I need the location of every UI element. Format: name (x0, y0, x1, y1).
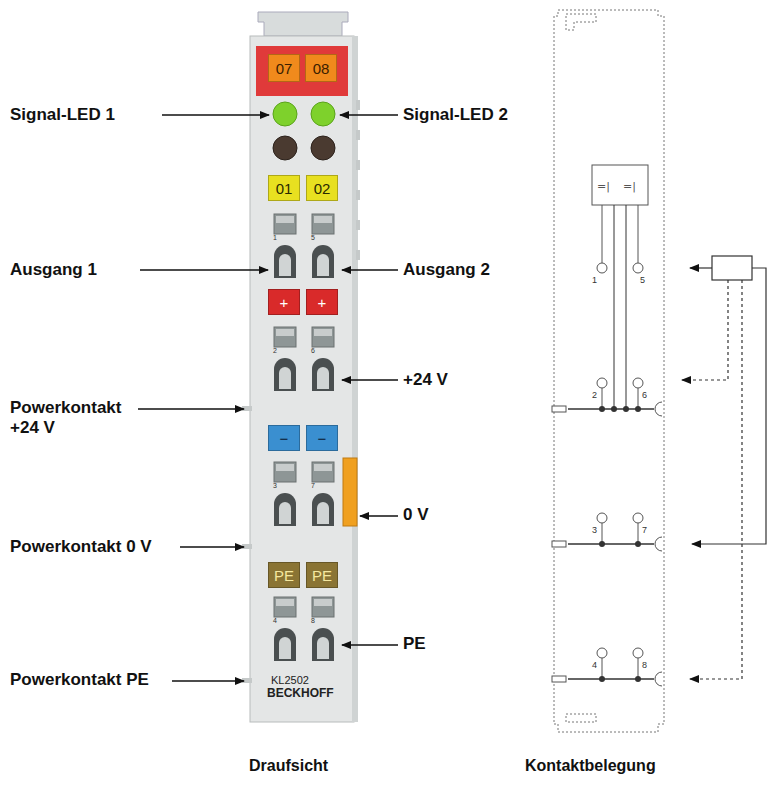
tab-text: + (318, 295, 327, 310)
tab-text: + (280, 295, 289, 310)
tab-text: − (280, 431, 289, 446)
color-tab: PE (268, 562, 300, 588)
pin-number: 6 (311, 347, 315, 355)
load-wiring (682, 256, 766, 679)
tab-text: 08 (313, 61, 330, 76)
callout-label: Powerkontakt +24 V (10, 398, 135, 437)
pin-number: 5 (640, 275, 645, 285)
view-caption: Kontaktbelegung (525, 757, 656, 775)
pin-number: 8 (642, 660, 647, 670)
pin-number: 4 (273, 617, 277, 625)
svg-text:=|: =| (623, 180, 636, 193)
pin-number: 3 (273, 482, 277, 490)
callout-label: +24 V (403, 370, 448, 390)
pin-number: 1 (592, 275, 597, 285)
brand-name: BECKHOFF (267, 687, 334, 701)
contact-schematic: =| =| (552, 10, 664, 732)
tab-text: 07 (276, 61, 293, 76)
pin-number: 3 (592, 525, 597, 535)
callout-label: Powerkontakt 0 V (10, 537, 152, 557)
color-tab: + (268, 289, 300, 315)
view-caption: Draufsicht (249, 757, 328, 775)
callout-label: Ausgang 1 (10, 260, 97, 280)
color-tab: 08 (305, 54, 337, 82)
color-tab: 07 (268, 54, 300, 82)
color-tab: PE (306, 562, 338, 588)
callout-label: Powerkontakt PE (10, 670, 149, 690)
svg-text:=|: =| (597, 180, 610, 193)
pin-number: 1 (273, 234, 277, 242)
tab-text: − (318, 431, 327, 446)
pin-number: 2 (273, 347, 277, 355)
color-tab: 01 (268, 175, 300, 201)
color-tab: − (268, 425, 300, 451)
pin-number: 2 (592, 390, 597, 400)
tab-text: 01 (276, 181, 293, 196)
tab-text: PE (274, 568, 294, 583)
pin-number: 8 (311, 617, 315, 625)
model-number: KL2502 (271, 674, 309, 687)
callout-label: PE (403, 634, 426, 654)
callout-label: Signal-LED 1 (10, 105, 115, 125)
color-tab: + (306, 289, 338, 315)
color-tab: − (306, 425, 338, 451)
tab-text: PE (312, 568, 332, 583)
callout-label: 0 V (403, 505, 429, 525)
leader-lines (138, 115, 398, 681)
callout-label: Signal-LED 2 (403, 105, 508, 125)
pin-number: 7 (311, 482, 315, 490)
pin-number: 7 (642, 525, 647, 535)
terminal-body (242, 12, 360, 722)
tab-text: 02 (314, 181, 331, 196)
pin-number: 6 (642, 390, 647, 400)
callout-label: Ausgang 2 (403, 260, 490, 280)
pin-number: 4 (592, 660, 597, 670)
pin-number: 5 (311, 234, 315, 242)
color-tab: 02 (306, 175, 338, 201)
